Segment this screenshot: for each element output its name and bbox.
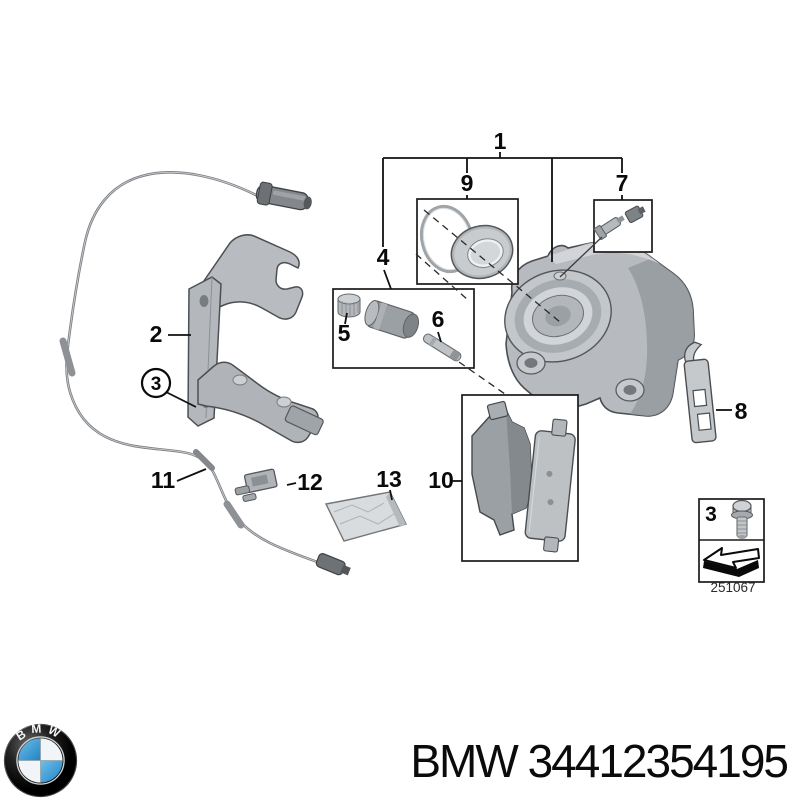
callout-10: 10 <box>428 467 454 493</box>
logo-quadrant-white-tr <box>40 738 63 761</box>
wear-sensor-cable <box>59 171 351 576</box>
legend-number: 3 <box>705 503 717 526</box>
callout-4: 4 <box>377 244 390 270</box>
assembly-axis-4 <box>458 361 506 395</box>
bleeder-valve <box>593 205 646 240</box>
callout-12: 12 <box>297 469 323 495</box>
part-number-text: BMW 34412354195 <box>410 735 789 787</box>
guide-bush <box>364 299 420 339</box>
sensor-clip <box>234 468 278 502</box>
callout-labels: 1 2 3 4 5 6 7 8 9 10 11 12 13 3 251067 <box>140 128 756 595</box>
leader-bleeder <box>559 236 603 278</box>
legend-box <box>698 498 765 583</box>
logo-quadrant-blue-tl <box>18 738 41 761</box>
callout-6: 6 <box>432 306 445 332</box>
logo-quadrant-blue-br <box>40 760 63 783</box>
callout-11: 11 <box>151 467 176 493</box>
callout-7: 7 <box>616 170 629 196</box>
callout-3-circle <box>140 367 172 399</box>
guide-pin-6 <box>422 333 462 362</box>
callout-8: 8 <box>735 398 748 424</box>
cable-grommet <box>193 449 215 471</box>
diagram-code: 251067 <box>710 580 755 595</box>
callout-1: 1 <box>494 128 507 154</box>
bolt-icon <box>731 499 753 539</box>
callout-13: 13 <box>376 466 402 492</box>
caliper-housing <box>504 240 695 417</box>
callout-5: 5 <box>338 320 351 346</box>
sensor-connector <box>255 181 312 211</box>
cable-sleeve-2 <box>223 500 245 529</box>
caliper-carrier <box>187 234 324 444</box>
leader-lines <box>165 152 732 501</box>
assembly-axis-9 <box>423 209 561 323</box>
direction-arrow-icon <box>703 547 760 577</box>
callout-3: 3 <box>151 374 162 395</box>
logo-quadrant-white-bl <box>18 760 41 783</box>
bmw-logo: BMW <box>3 722 78 798</box>
cap-5 <box>337 293 361 318</box>
cable-sleeve <box>59 337 76 377</box>
brake-pad-set <box>471 400 576 553</box>
piston-seal-rings <box>419 204 514 280</box>
retaining-spring <box>683 341 717 444</box>
callout-2: 2 <box>150 321 163 347</box>
piston-bore <box>504 269 612 363</box>
callout-9: 9 <box>461 170 474 196</box>
guide-bolt-set <box>337 293 462 362</box>
sensor-plug <box>315 553 351 576</box>
outer-pad <box>524 418 576 553</box>
grease-packet <box>324 491 408 542</box>
